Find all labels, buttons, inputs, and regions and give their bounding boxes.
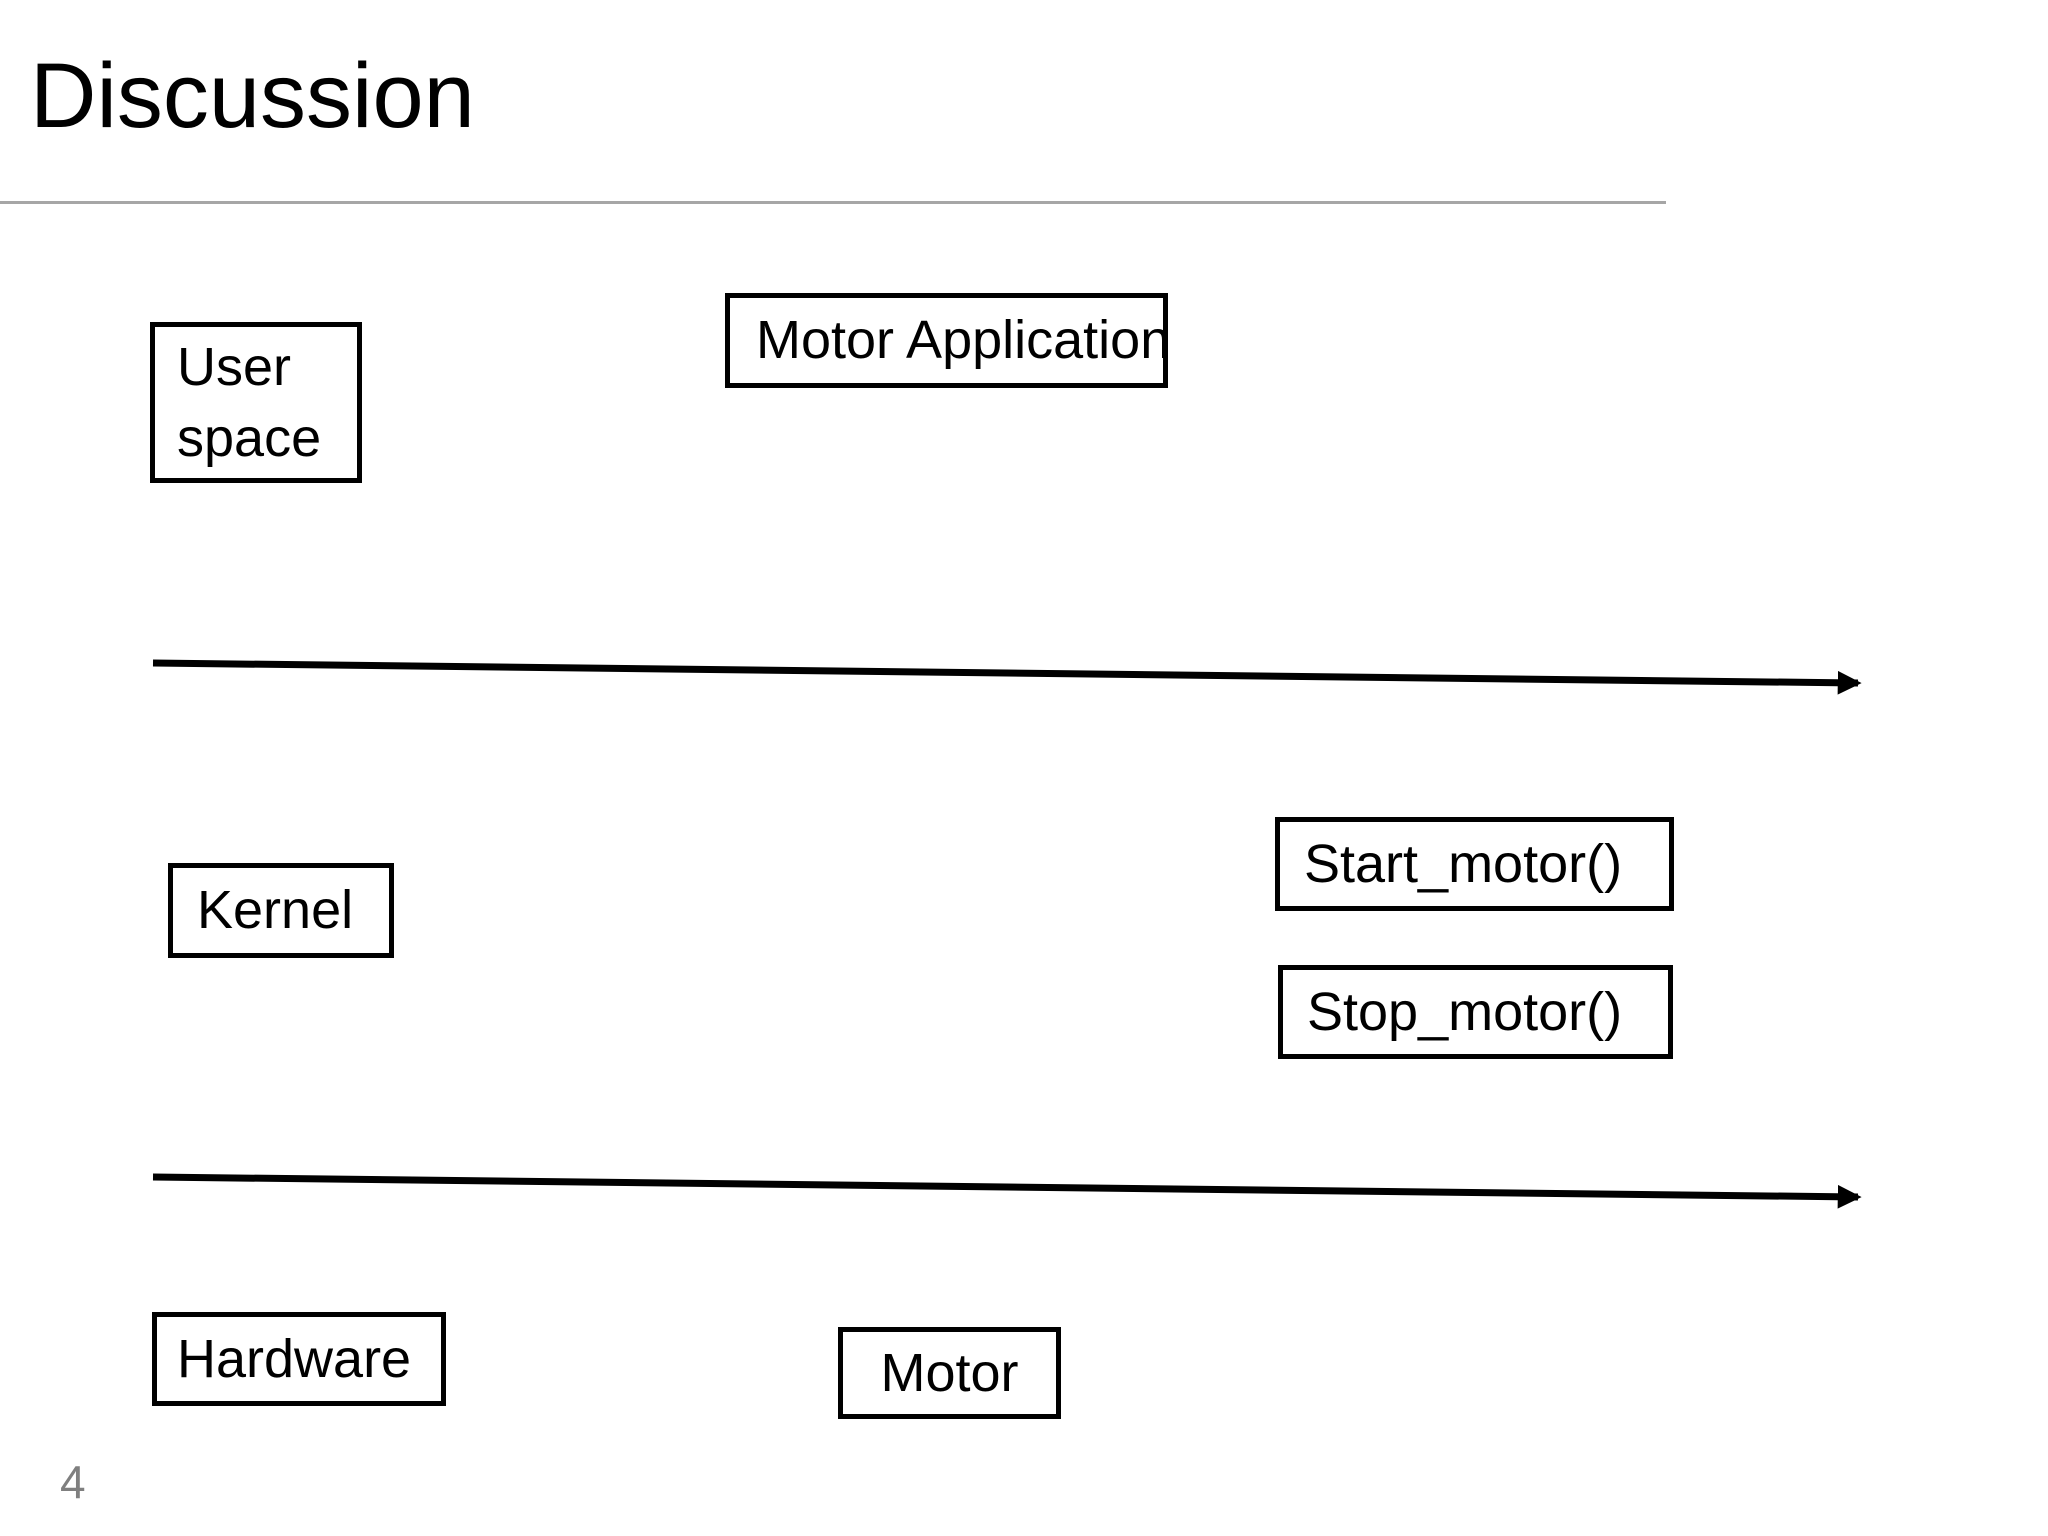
motor-box: Motor: [838, 1327, 1061, 1419]
hardware-box: Hardware: [152, 1312, 446, 1406]
motor-label: Motor: [880, 1342, 1019, 1403]
user-space-box: User space: [150, 322, 362, 483]
stop-motor-box: Stop_motor(): [1278, 965, 1673, 1059]
stop-motor-label: Stop_motor(): [1307, 981, 1623, 1042]
motor-application-box: Motor Application: [725, 293, 1171, 388]
slide-title: Discussion: [30, 45, 475, 147]
user-space-label: User space: [177, 337, 322, 468]
page-number: 4: [60, 1456, 86, 1508]
upper-boundary-arrow: [152, 659, 1862, 695]
motor-application-label: Motor Application: [756, 310, 1171, 371]
start-motor-box: Start_motor(): [1275, 817, 1674, 911]
hardware-label: Hardware: [177, 1328, 412, 1389]
kernel-box: Kernel: [168, 863, 394, 958]
title-divider-line: [0, 201, 1666, 204]
lower-boundary-arrow: [152, 1173, 1862, 1209]
start-motor-label: Start_motor(): [1304, 833, 1623, 894]
kernel-label: Kernel: [197, 880, 354, 941]
